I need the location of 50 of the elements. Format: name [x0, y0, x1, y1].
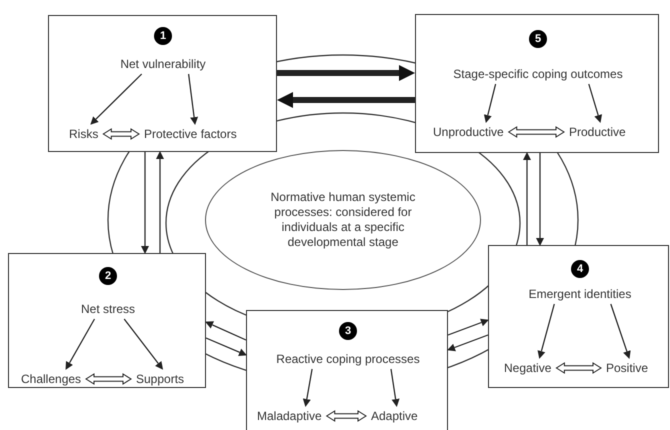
- factor-label: Challenges: [21, 372, 82, 386]
- double-arrow: [508, 126, 565, 138]
- number-badge: 2: [99, 267, 117, 285]
- number-badge: 3: [339, 322, 357, 340]
- factor-label: Adaptive: [371, 409, 418, 423]
- arrow: [536, 153, 544, 246]
- arrow: [124, 318, 164, 370]
- arrow: [90, 74, 142, 125]
- arrow: [205, 321, 246, 341]
- stage-box: [415, 14, 659, 153]
- center-ellipse: Normative human systemic processes: considered for individuals at a specific developmental stage: [205, 150, 481, 290]
- factor-label: Negative: [504, 361, 552, 375]
- heading-label: Stage-specific coping outcomes: [453, 67, 623, 81]
- heading-label: Emergent identities: [528, 287, 632, 301]
- factor-label: Supports: [136, 372, 184, 386]
- double-arrow: [85, 373, 132, 385]
- number-badge: 4: [571, 260, 589, 278]
- arrow: [66, 318, 96, 370]
- heading-label: Net vulnerability: [120, 57, 206, 71]
- factor-label: Risks: [69, 127, 98, 141]
- arrow: [447, 334, 488, 352]
- stage-box: [488, 245, 669, 388]
- number-badge: 1: [154, 27, 172, 45]
- factor-label: Maladaptive: [257, 409, 322, 423]
- factor-label: Positive: [606, 361, 648, 375]
- arrow: [484, 84, 496, 123]
- arrow: [188, 74, 198, 126]
- heading-label: Net stress: [81, 302, 135, 316]
- arrow: [302, 368, 313, 407]
- arrow: [141, 152, 149, 254]
- stage-box: [48, 15, 277, 152]
- stage-box: [246, 310, 448, 430]
- arrow: [390, 368, 400, 407]
- arrow: [277, 92, 415, 108]
- heading-label: Reactive coping processes: [276, 352, 420, 366]
- number-badge: 5: [529, 30, 547, 48]
- factor-label: Unproductive: [433, 125, 504, 139]
- stage-box: [8, 253, 206, 388]
- arrow: [610, 304, 631, 359]
- arrow: [538, 304, 555, 359]
- arrow: [206, 337, 247, 356]
- arrow: [156, 151, 164, 253]
- factor-label: Productive: [569, 125, 626, 139]
- double-arrow: [102, 128, 140, 140]
- arrow: [588, 84, 602, 123]
- double-arrow: [555, 362, 602, 374]
- factor-label: Protective factors: [144, 127, 237, 141]
- double-arrow: [326, 410, 367, 422]
- arrow: [523, 152, 531, 245]
- arrow: [448, 318, 489, 336]
